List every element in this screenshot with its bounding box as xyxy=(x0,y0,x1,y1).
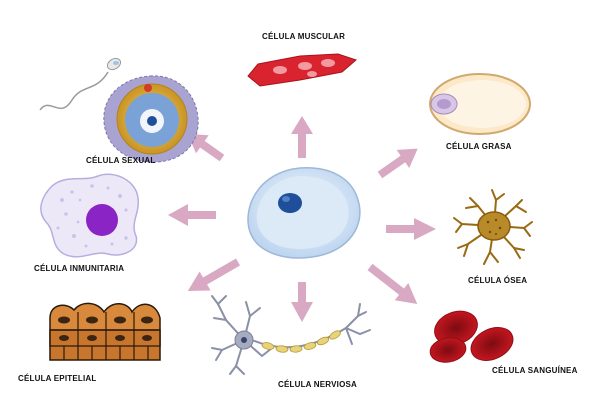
fat-cell-illustration xyxy=(429,73,531,135)
label-nerve-cell: CÉLULA NERVIOSA xyxy=(278,380,358,389)
label-immune-cell: CÉLULA INMUNITARIA xyxy=(34,264,125,273)
arrows xyxy=(168,116,436,322)
arrow-up-right xyxy=(377,148,418,179)
label-epithelial-cell: CÉLULA EPITELIAL xyxy=(18,374,97,383)
arrow-left xyxy=(168,204,216,226)
sexual-cell-illustration xyxy=(39,57,199,163)
epithelial-cell-illustration xyxy=(49,302,161,361)
bone-cell-illustration xyxy=(453,189,533,265)
label-muscle-cell: CÉLULA MUSCULAR xyxy=(262,32,346,41)
arrow-down xyxy=(291,282,313,322)
arrow-down-right xyxy=(367,263,418,304)
label-sexual-cell: CÉLULA SEXUAL xyxy=(86,156,156,165)
arrow-down-left xyxy=(187,258,240,291)
blood-cell-illustration xyxy=(429,310,514,363)
label-fat-cell: CÉLULA GRASA xyxy=(446,142,512,151)
arrow-up xyxy=(291,116,313,158)
immune-cell-illustration xyxy=(40,173,139,258)
arrow-right xyxy=(386,218,436,240)
label-blood-cell: CÉLULA SANGUÍNEA xyxy=(492,366,578,375)
nerve-cell-illustration xyxy=(211,295,371,375)
stem-cell xyxy=(247,167,361,259)
muscle-cell-illustration xyxy=(247,53,357,87)
label-bone-cell: CÉLULA ÓSEA xyxy=(468,276,528,285)
